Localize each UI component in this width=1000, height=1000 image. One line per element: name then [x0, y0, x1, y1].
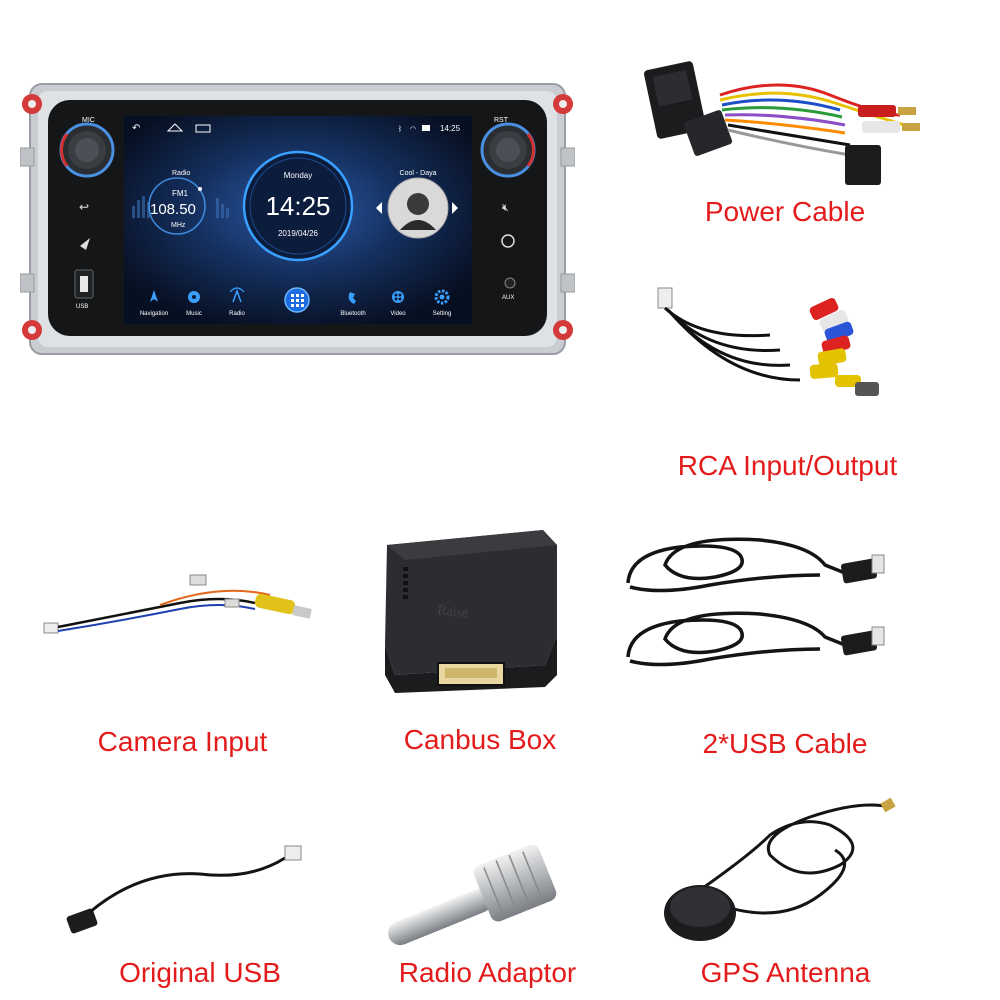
dock-label-bluetooth[interactable]: Bluetooth [340, 311, 365, 317]
radio-frequency: 108.50 [150, 201, 196, 218]
status-time: 14:25 [440, 124, 461, 133]
mount-screw-icon [22, 94, 573, 340]
settings-icon[interactable] [434, 289, 450, 305]
tune-knob[interactable] [480, 122, 536, 178]
canbus-box-image: Raise [385, 530, 557, 693]
clock-day: Monday [284, 171, 312, 180]
caption-radio-adaptor: Radio Adaptor [398, 957, 577, 988]
music-title: Cool - Daya [400, 170, 437, 177]
radio-adaptor-image [388, 844, 557, 946]
dock-label-setting[interactable]: Setting [433, 311, 452, 317]
home-icon[interactable] [166, 123, 184, 132]
wifi-status-icon: ◠ [410, 126, 416, 133]
original-usb-cable-image [66, 845, 302, 934]
gps-antenna-image [664, 797, 896, 941]
bluetooth-status-icon: ᛒ [398, 125, 402, 133]
nav-back-icon[interactable]: ↶ [132, 123, 140, 134]
radio-title: Radio [172, 170, 190, 177]
bluetooth-phone-icon[interactable] [348, 292, 356, 304]
clock-widget: Monday 14:25 2019/04/26 [242, 150, 354, 262]
usb-cable-image [626, 537, 885, 667]
dock-label-radio[interactable]: Radio [229, 311, 245, 317]
mic-label: MIC [82, 117, 95, 124]
caption-gps: GPS Antenna [700, 957, 871, 988]
aux-port-label: AUX [502, 295, 514, 301]
dock-label-music[interactable]: Music [186, 311, 202, 317]
radio-widget[interactable]: Radio FM1 108.50 MHz [132, 170, 229, 235]
dock-label-video[interactable]: Video [390, 311, 406, 317]
volume-knob[interactable] [59, 122, 115, 178]
radio-icon[interactable] [229, 287, 245, 303]
radio-unit: MHz [171, 222, 186, 229]
touch-screen[interactable]: ↶ ᛒ ◠ 14:25 Radio FM1 108.50 MHz Monda [124, 116, 472, 324]
power-cable-image [644, 61, 920, 185]
battery-status-icon [422, 125, 430, 131]
caption-rca: RCA Input/Output [677, 450, 898, 481]
camera-cable-image [43, 574, 312, 634]
mute-icon[interactable]: 🔇︎ [502, 202, 509, 214]
navigation-icon[interactable] [150, 290, 158, 302]
clock-time: 14:25 [265, 191, 330, 221]
radio-band: FM1 [172, 189, 189, 198]
apps-grid-icon[interactable] [284, 287, 310, 313]
car-head-unit: MIC RST ↩ USB 🔇︎ AUX ↶ ᛒ ◠ 14:25 Radio [20, 83, 575, 355]
caption-camera: Camera Input [97, 726, 268, 757]
previous-track-icon[interactable] [376, 202, 382, 214]
canbus-brand: Raise [437, 603, 470, 621]
rst-label: RST [494, 117, 509, 124]
video-icon[interactable] [392, 291, 404, 303]
usb-port-label: USB [76, 304, 88, 310]
caption-original-usb: Original USB [119, 957, 281, 988]
recent-apps-icon[interactable] [195, 124, 211, 133]
app-dock: Navigation Music Radio Blue [140, 287, 452, 317]
caption-canbus: Canbus Box [403, 724, 557, 755]
navigation-arrow-icon[interactable] [80, 238, 90, 250]
dock-label-navigation[interactable]: Navigation [140, 311, 168, 317]
caption-usb-cable: 2*USB Cable [702, 728, 868, 759]
music-widget[interactable]: Cool - Daya [376, 170, 458, 239]
call-icon[interactable] [501, 234, 515, 248]
spectrum-bars [132, 196, 229, 218]
clock-date: 2019/04/26 [278, 229, 319, 238]
rca-cable-image [657, 287, 879, 396]
caption-power-cable: Power Cable [704, 196, 866, 227]
back-icon[interactable]: ↩ [79, 200, 89, 214]
next-track-icon[interactable] [452, 202, 458, 214]
